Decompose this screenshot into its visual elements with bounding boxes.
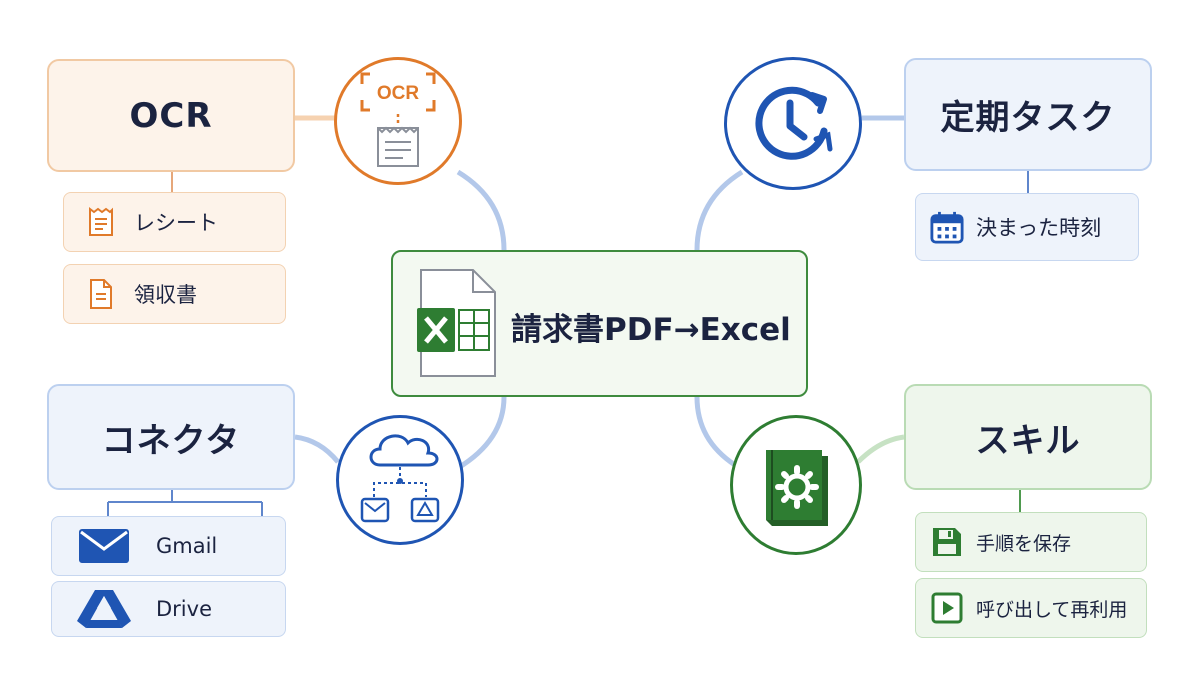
receipt-icon — [84, 205, 118, 239]
ocr-item-document: 領収書 — [63, 264, 286, 324]
ocr-node: OCR — [47, 59, 295, 172]
center-label: 請求書PDF→Excel — [511, 312, 791, 348]
calendar-icon — [930, 210, 964, 244]
excel-file-icon — [417, 268, 497, 384]
play-icon — [930, 591, 964, 625]
skill-node: スキル — [904, 384, 1152, 490]
connector-title: コネクタ — [101, 420, 241, 461]
task-title: 定期タスク — [940, 98, 1116, 138]
skill-title: スキル — [975, 420, 1081, 461]
ocr-badge-text: OCR — [377, 83, 420, 104]
save-icon — [930, 525, 964, 559]
task-node: 定期タスク — [904, 58, 1152, 171]
task-item-fixed-time: 決まった時刻 — [915, 193, 1139, 261]
cloud-sync-circle — [336, 415, 464, 545]
connector-item-label: Drive — [156, 597, 212, 621]
skill-item-label: 呼び出して再利用 — [976, 598, 1128, 621]
drive-icon — [76, 590, 132, 628]
connector-item-drive: Drive — [51, 581, 286, 637]
clock-refresh-icon — [755, 86, 833, 160]
skill-item-label: 手順を保存 — [976, 532, 1072, 555]
connector-node: コネクタ — [47, 384, 295, 490]
center-node: 請求書PDF→Excel — [391, 250, 808, 397]
cloud-sync-icon — [360, 434, 440, 523]
skill-item-reuse: 呼び出して再利用 — [915, 578, 1147, 638]
document-icon — [84, 277, 118, 311]
ocr-scan-circle: OCR — [334, 57, 462, 185]
ocr-item-label: レシート — [134, 211, 218, 235]
connector-item-label: Gmail — [156, 534, 218, 558]
connector-item-gmail: Gmail — [51, 516, 286, 576]
book-gear-icon — [766, 450, 828, 526]
task-item-label: 決まった時刻 — [976, 216, 1102, 240]
ocr-scan-icon: OCR — [360, 72, 436, 167]
skill-item-save: 手順を保存 — [915, 512, 1147, 572]
mail-icon — [76, 529, 132, 563]
ocr-item-receipt: レシート — [63, 192, 286, 252]
ocr-item-label: 領収書 — [134, 283, 197, 307]
skill-book-circle — [730, 415, 862, 555]
schedule-circle — [724, 57, 862, 190]
ocr-title: OCR — [129, 95, 213, 136]
